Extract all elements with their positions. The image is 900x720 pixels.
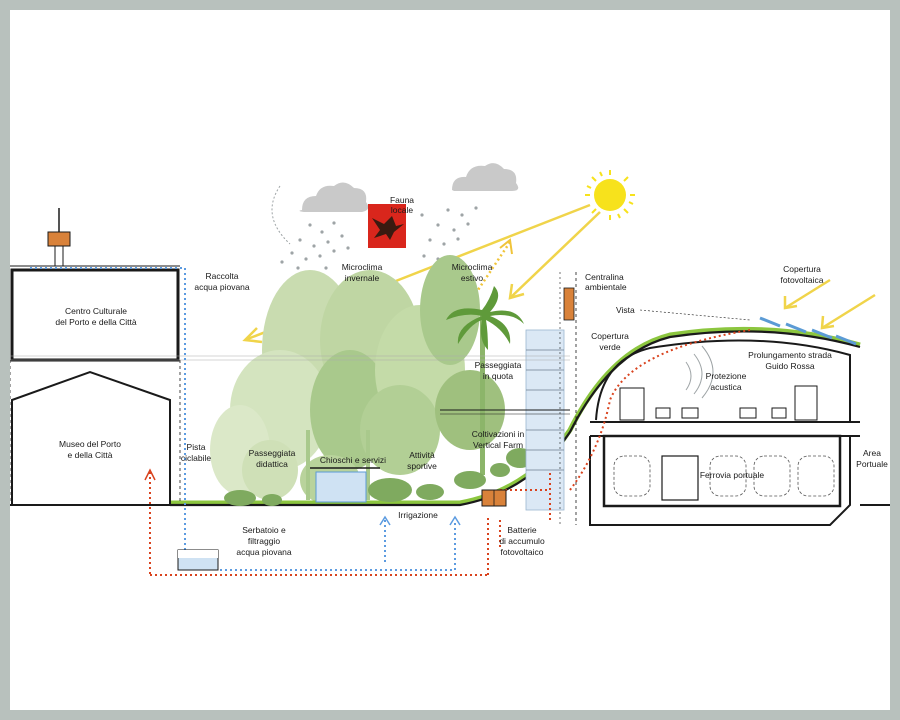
summer-cloud — [420, 163, 519, 261]
winter-cloud — [280, 182, 369, 274]
label-irrigazione: Irrigazione — [398, 510, 438, 520]
label-chioschi: Chioschi e servizi — [320, 455, 386, 465]
kiosk-building — [310, 467, 380, 503]
energy-flow — [149, 329, 751, 576]
palm-tree-icon — [446, 286, 524, 475]
museo-building — [11, 370, 171, 505]
solar-panels — [759, 316, 857, 346]
label-vista: Vista — [616, 305, 635, 315]
wind-line — [271, 185, 291, 245]
shrubs — [224, 448, 534, 506]
centro-culturale-building — [10, 208, 180, 362]
trees — [210, 255, 505, 505]
sun-icon — [585, 170, 635, 220]
rainwater-flow — [30, 267, 456, 571]
label-ferrovia: Ferrovia portuale — [700, 470, 765, 480]
rail-box — [589, 434, 851, 526]
bird-icon — [368, 204, 406, 248]
summer-breeze-arrow — [468, 241, 512, 303]
